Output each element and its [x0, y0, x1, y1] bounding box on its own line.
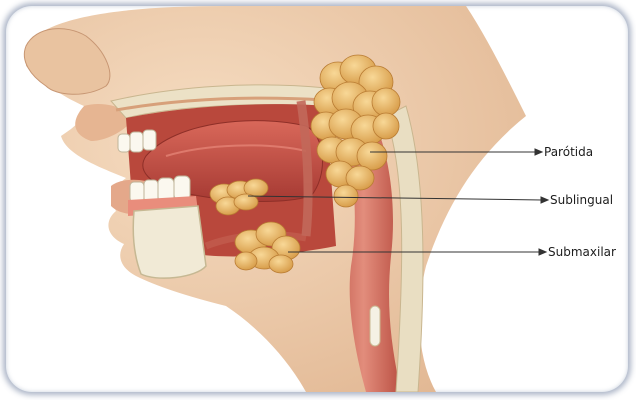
- label-parotida: Parótida: [544, 145, 593, 159]
- label-sublingual: Sublingual: [550, 193, 613, 207]
- salivary-glands-illustration: [6, 6, 628, 392]
- label-submaxilar: Submaxilar: [548, 245, 616, 259]
- submaxilar-arrowhead: [539, 249, 546, 255]
- sublingual-arrowhead: [541, 197, 548, 203]
- mandible: [133, 206, 206, 278]
- image-frame: Parótida Sublingual Submaxilar: [6, 6, 628, 392]
- parotida-arrowhead: [535, 149, 542, 155]
